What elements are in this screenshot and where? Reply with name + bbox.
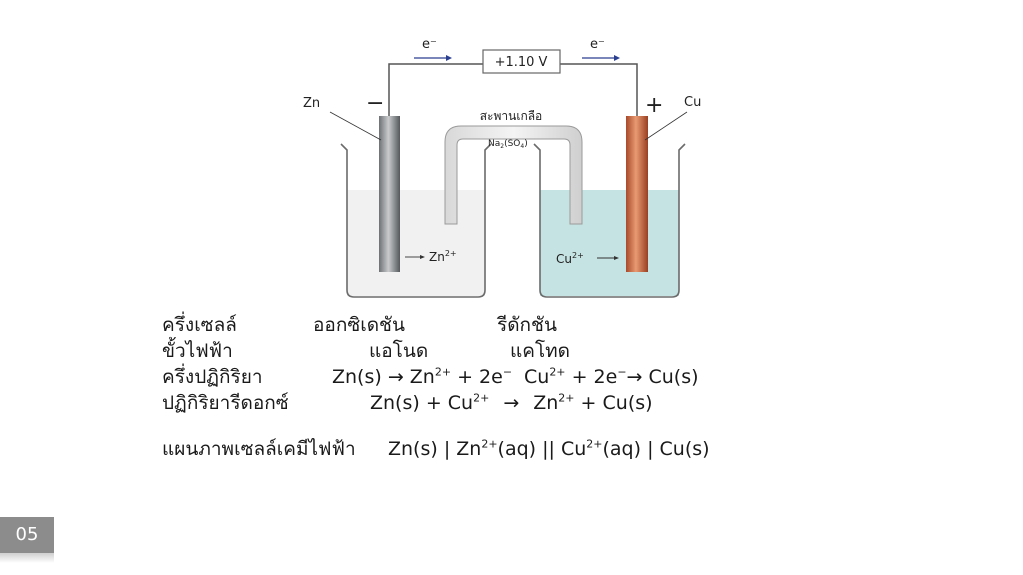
electron-flow-arrowhead-right: [614, 55, 620, 61]
external-wire-right: [560, 63, 638, 116]
electrode-label: ขั้วไฟฟ้า: [162, 340, 233, 362]
zinc-solution: [347, 190, 485, 296]
voltmeter-reading: +1.10 V: [495, 55, 548, 70]
slide-number: 05: [0, 517, 54, 553]
copper-electrode: [626, 116, 648, 272]
minus-sign: −: [366, 91, 384, 116]
anode-text: แอโนด: [369, 340, 429, 362]
cathode-label: Cu: [684, 95, 701, 110]
oxidation-text: ออกซิเดชัน: [313, 314, 405, 336]
zinc-beaker: [340, 143, 492, 298]
redox-label: ปฏิกิริยารีดอกซ์: [162, 392, 289, 414]
voltmeter: +1.10 V: [482, 49, 561, 74]
redox-reaction: Zn(s) + Cu2+→Zn2+ + Cu(s): [370, 391, 653, 414]
copper-beaker: [533, 143, 686, 298]
galvanic-cell-diagram: +1.10 V e⁻ e⁻ สะพานเกลือ Na2(SO4) Zn − C…: [303, 37, 701, 298]
electron-label-right: e⁻: [590, 37, 605, 52]
cathode-text: แคโทด: [510, 340, 571, 362]
zinc-electrode: [379, 116, 400, 272]
electron-flow-arrowhead-left: [446, 55, 452, 61]
cell-notation: Zn(s) | Zn2+(aq) || Cu2+(aq) | Cu(s): [388, 437, 710, 460]
copper-solution: [540, 190, 679, 296]
salt-bridge-formula: Na2(SO4): [488, 139, 528, 150]
zn-ion-label: Zn2+: [429, 249, 457, 264]
cu-ion-label: Cu2+: [556, 251, 584, 266]
reduction-half-reaction: Cu2+ + 2e−→ Cu(s): [524, 365, 699, 388]
salt-bridge-label: สะพานเกลือ: [480, 109, 543, 123]
slide-number-shadow: [0, 553, 54, 563]
cell-diagram-label: แผนภาพเซลล์เคมีไฟฟ้า: [162, 438, 356, 460]
oxidation-half-reaction: Zn(s) → Zn2+ + 2e−: [332, 365, 513, 388]
half-cell-label: ครึ่งเซลล์: [162, 314, 237, 336]
half-reaction-label: ครึ่งปฏิกิริยา: [162, 366, 263, 388]
anode-pointer-line: [329, 111, 382, 141]
salt-bridge: [444, 125, 583, 225]
external-wire-left: [388, 63, 483, 116]
cu-ion-arrowhead: [614, 256, 619, 260]
electron-label-left: e⁻: [422, 37, 437, 52]
reduction-text: รีดักชัน: [497, 314, 557, 336]
plus-sign: +: [645, 93, 663, 118]
cathode-pointer-line: [644, 111, 688, 141]
anode-label: Zn: [303, 96, 320, 111]
zn-ion-arrowhead: [420, 255, 425, 259]
